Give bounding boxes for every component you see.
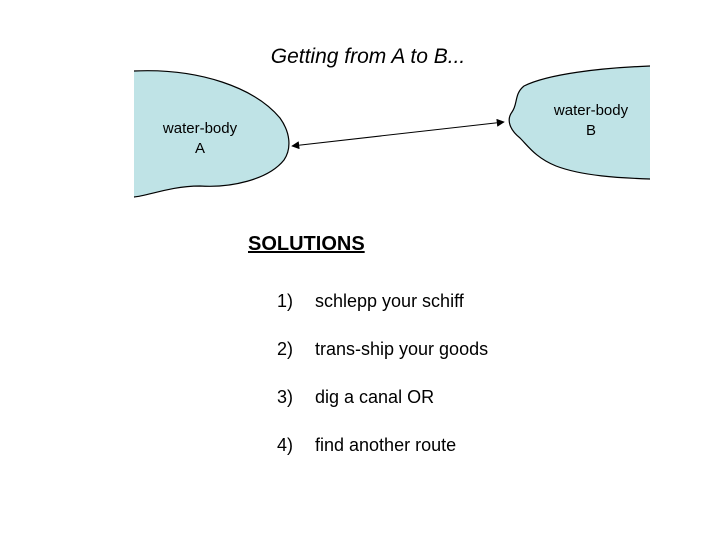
solution-number: 2): [277, 339, 294, 359]
water-body-a-label-line1: water-body: [162, 120, 238, 137]
water-body-b-label: water-body B: [531, 101, 651, 141]
water-body-b-label-line2: B: [585, 122, 596, 139]
solutions-list: 1) schlepp your schiff 2) trans-ship your …: [277, 289, 488, 481]
solution-number: 1): [277, 291, 294, 311]
water-body-a-label: water-body A: [140, 119, 260, 159]
solution-number: 3): [277, 387, 294, 407]
water-body-b-label-line1: water-body: [553, 102, 629, 119]
water-body-a-outline: [133, 70, 290, 198]
water-body-b-outline: [508, 65, 651, 180]
solution-item-3: 3) dig a canal OR: [277, 385, 488, 433]
water-body-b-shape: [509, 66, 650, 179]
solution-number: 4): [277, 435, 294, 455]
solution-text: dig a canal OR: [315, 387, 435, 407]
solution-text: trans-ship your goods: [315, 339, 489, 359]
slide-title: Getting from A to B...: [270, 45, 466, 68]
solution-item-1: 1) schlepp your schiff: [277, 289, 488, 337]
solution-text: find another route: [315, 435, 457, 455]
solution-item-4: 4) find another route: [277, 433, 488, 481]
water-body-a-shape: [134, 70, 289, 197]
solution-item-2: 2) trans-ship your goods: [277, 337, 488, 385]
solution-text: schlepp your schiff: [315, 291, 464, 311]
connection-arrow: [291, 118, 505, 150]
solutions-heading: SOLUTIONS: [248, 233, 365, 255]
water-body-a-label-line2: A: [194, 140, 205, 157]
